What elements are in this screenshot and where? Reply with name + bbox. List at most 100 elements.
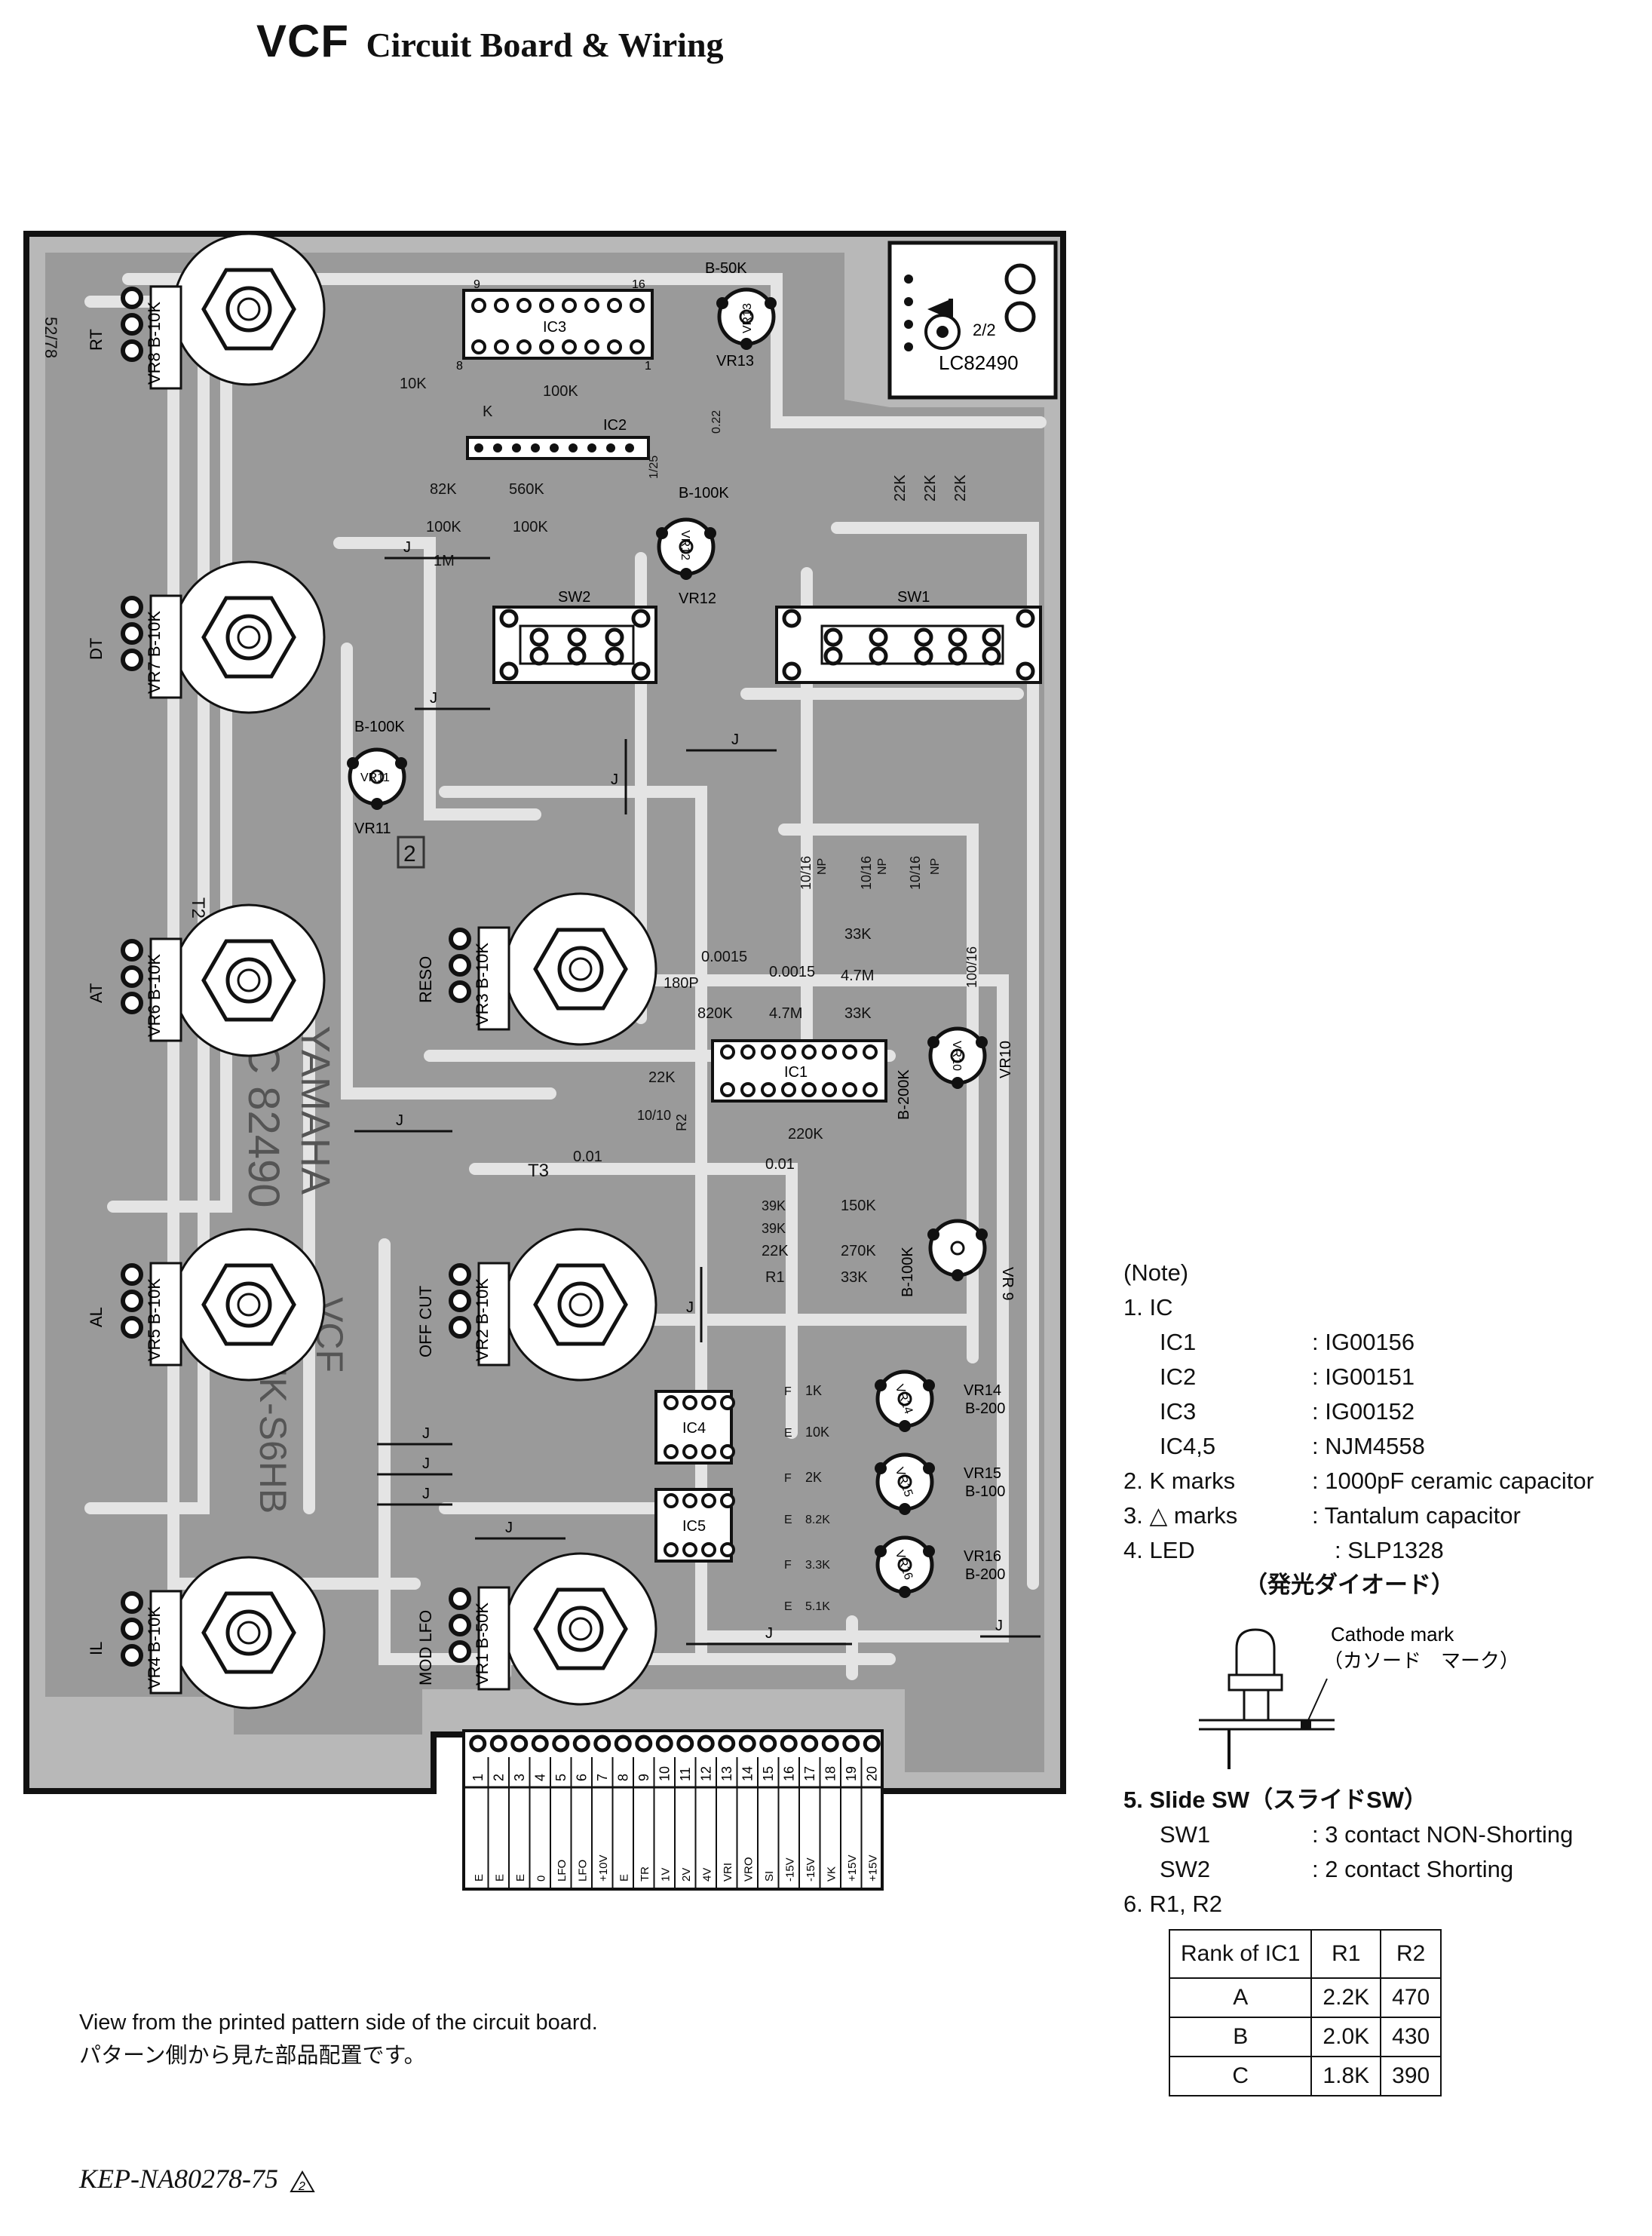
lbl-33k-3: 33K (841, 1269, 868, 1286)
pot-side-at: AT (87, 983, 106, 1003)
vr11-value: B-100K (354, 719, 405, 735)
vr10-inner: VR10 (950, 1041, 963, 1071)
silk-2: 2 (403, 842, 416, 866)
connector-pin-number: 12 (698, 1766, 713, 1781)
jumpers: J J J J J J J J J J J J (354, 539, 1041, 1646)
lbl-100k-c: 100K (513, 519, 548, 535)
connector-signal-label: E (473, 1874, 486, 1882)
ic-key: IC2 (1160, 1363, 1197, 1390)
lbl-e10k: 10K (805, 1425, 829, 1440)
note-ic-head: 1. IC (1123, 1294, 1173, 1320)
trimmers: VR13 B-50K VR13 VR12 B-100K VR12 VR11 B-… (347, 260, 1016, 1598)
table-cell: A (1168, 1977, 1313, 2018)
table-row: C 1.8K 390 (1168, 2056, 1442, 2096)
lbl-10k: 10K (400, 376, 427, 392)
vr9-value: B-100K (900, 1247, 916, 1297)
pot-side-il: IL (87, 1642, 106, 1655)
vr12-inner: VR12 (679, 530, 691, 560)
connector-signal-label: +15V (846, 1855, 859, 1882)
table-cell: 470 (1380, 1977, 1442, 2018)
ic1-label: IC1 (784, 1064, 808, 1081)
note-slide-head: 5. Slide SW（スライドSW） (1123, 1787, 1428, 1813)
connector-signal-label: E (618, 1874, 630, 1882)
pot-name-vr8: VR8 B-10K (145, 302, 164, 385)
pot-name-vr3: VR3 B-10K (473, 943, 492, 1026)
footer-view-note: View from the printed pattern side of th… (79, 2006, 598, 2072)
ic4-label: IC4 (682, 1420, 706, 1437)
vr14-value: B-200 (965, 1400, 1005, 1417)
lbl-k: K (483, 403, 493, 420)
lbl-47m-1: 4.7M (841, 968, 874, 984)
connector-pad (676, 1735, 694, 1753)
jumper-label: J (765, 1625, 773, 1642)
connector-pad (510, 1735, 529, 1753)
vr10-value: B-200K (896, 1069, 912, 1120)
lbl-f2k: 2K (805, 1470, 822, 1485)
lbl-39k-2: 39K (762, 1221, 786, 1236)
revision-mark: 2 (298, 2180, 305, 2193)
connector-signal-label: VRI (722, 1863, 734, 1882)
connector-pad (697, 1735, 715, 1753)
ic-key: IC3 (1160, 1398, 1197, 1425)
lbl-np-1: NP (816, 858, 829, 875)
header-vcf: VCF (256, 16, 349, 66)
table-cell: 390 (1380, 2056, 1442, 2096)
pot-side-reso: RESO (416, 956, 435, 1003)
ic-value: : IG00151 (1312, 1363, 1415, 1390)
ics: IC3 9 16 8 1 IC2 IC1 IC4 IC5 (456, 278, 887, 1563)
lbl-001-1: 0.01 (573, 1149, 602, 1165)
cathode-mark-jp: （カソード マーク） (1323, 1649, 1519, 1672)
connector-pin-number: 17 (802, 1766, 817, 1781)
lbl-560k: 560K (509, 481, 544, 498)
vr14-label: VR14 (964, 1382, 1001, 1399)
connector-pin-number: 10 (657, 1766, 672, 1781)
ic-value: : NJM4558 (1312, 1433, 1425, 1459)
sw-value: : 3 contact NON-Shorting (1312, 1821, 1574, 1848)
jumper-label: J (422, 1486, 430, 1502)
document-code-text: KEP-NA80278-75 (79, 2164, 278, 2194)
connector-signal-label: SI (763, 1871, 776, 1882)
lbl-c1016-2: 10/16 (859, 856, 874, 890)
connector-signal-label: +10V (597, 1855, 610, 1882)
component-labels: 10K K 100K 0.22 1/25 82K 560K 100K 100K … (400, 376, 979, 1613)
connector-pin-number: 18 (823, 1766, 838, 1781)
mark-f-1: F (784, 1385, 792, 1398)
lbl-150k: 150K (841, 1198, 876, 1214)
connector-pad (593, 1735, 611, 1753)
vr12-value: B-100K (679, 485, 729, 501)
sw2-label: SW2 (558, 589, 590, 606)
connector-pin-number: 4 (532, 1774, 547, 1781)
revision-triangle-icon: 2 (290, 2170, 315, 2193)
connector-pin-number: 13 (719, 1766, 734, 1781)
cathode-mark-en: Cathode mark (1331, 1623, 1454, 1646)
table-header: R2 (1380, 1929, 1442, 1979)
lbl-f33k: 3.3K (805, 1559, 830, 1572)
view-note-jp: パターン側から見た部品配置です。 (79, 2044, 426, 2068)
vr16-label: VR16 (964, 1548, 1001, 1565)
jumper-label: J (995, 1618, 1003, 1634)
connector-pin-number: 14 (740, 1766, 755, 1781)
jumper-label: J (422, 1455, 430, 1472)
note-led-value: : SLP1328 (1335, 1537, 1444, 1563)
jumper-label: J (686, 1299, 694, 1316)
table-row: A 2.2K 470 (1168, 1977, 1442, 2018)
lbl-0015-2: 0.0015 (769, 964, 815, 980)
vr13-value: B-50K (705, 260, 747, 277)
circuit-board: 2/2 LC82490 YAMAHA LC 82490 VCF THK-S6HB… (23, 231, 1066, 1891)
connector-pad (635, 1735, 653, 1753)
sw-key: SW1 (1160, 1821, 1211, 1848)
vr15-value: B-100 (965, 1483, 1005, 1500)
ic3-pin1: 1 (645, 360, 651, 373)
note-k-marks: 2. K marks (1123, 1468, 1236, 1494)
lbl-22k-1: 22K (892, 474, 909, 501)
connector-pad (738, 1735, 756, 1753)
note-k-marks-value: : 1000pF ceramic capacitor (1312, 1468, 1594, 1494)
lbl-r1: R1 (765, 1269, 785, 1286)
connector-pad (572, 1735, 590, 1753)
note-led: 4. LED (1123, 1537, 1195, 1563)
table-cell: 430 (1380, 2017, 1442, 2057)
table-cell: 2.0K (1310, 2017, 1382, 2057)
ic3-pin8: 8 (456, 360, 463, 373)
note-tri-marks-value: : Tantalum capacitor (1312, 1502, 1521, 1529)
lbl-270k: 270K (841, 1243, 876, 1259)
